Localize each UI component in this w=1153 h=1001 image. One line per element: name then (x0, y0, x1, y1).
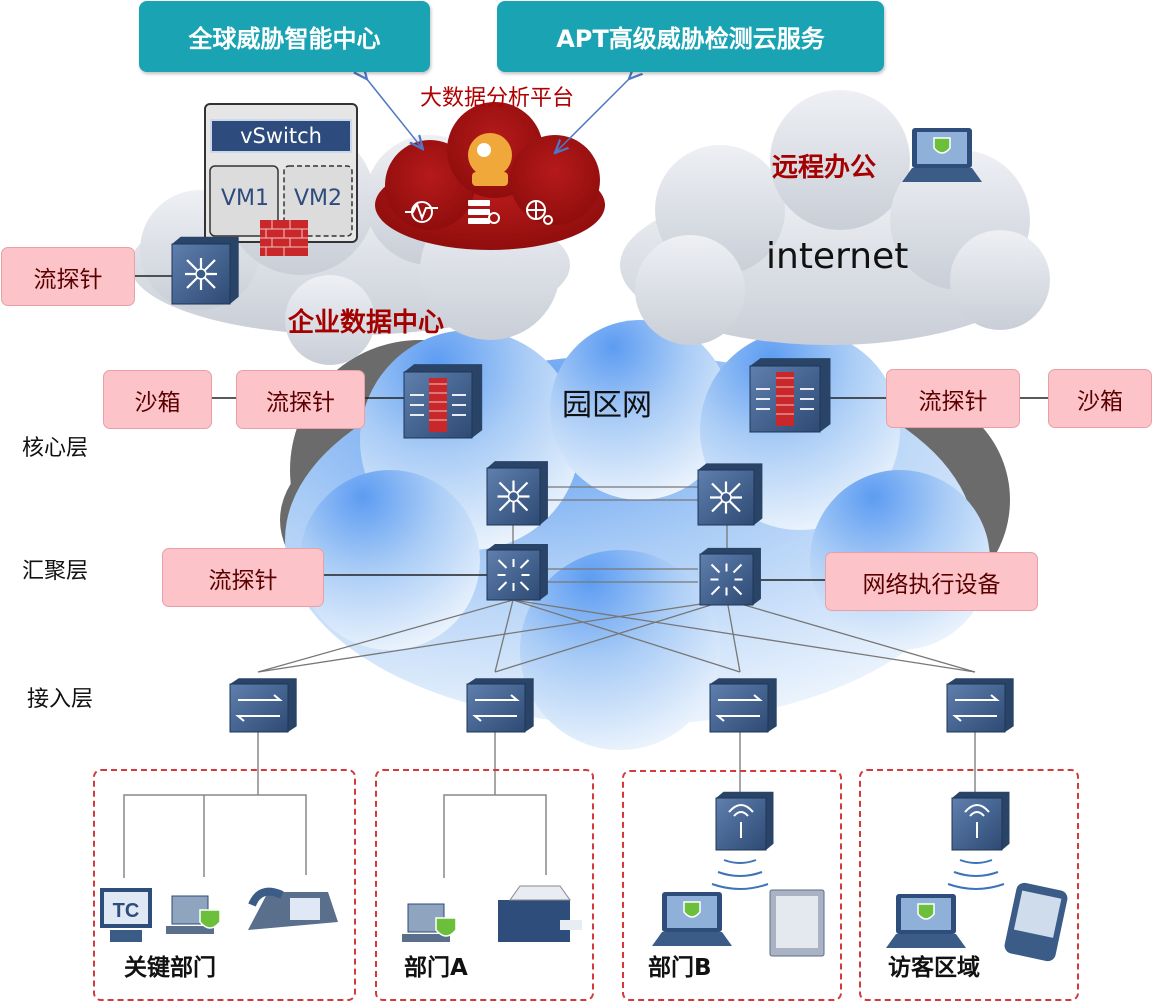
access-links (123, 732, 976, 878)
smartphone-icon (1004, 882, 1068, 962)
vswitch-panel (204, 103, 358, 243)
datacenter-router-icon (171, 236, 239, 305)
key-dept-pc-icon (166, 895, 221, 934)
remote-office-title: 远程办公 (772, 153, 877, 183)
bigdata-platform-label: 大数据分析平台 (420, 86, 575, 111)
wifi-waves-guest (947, 859, 1005, 890)
thin-client-icon: TC (100, 888, 152, 942)
apt-cloud-service-label: APT高级威胁检测云服务 (556, 25, 825, 53)
right-sandbox-label: 沙箱 (1077, 388, 1123, 415)
apt-cloud-service-box: APT高级威胁检测云服务 (497, 1, 884, 72)
internet-cloud (620, 90, 1050, 345)
svg-text:TC: TC (113, 900, 140, 922)
right-probe-box: 流探针 (886, 369, 1020, 428)
access-switch-3-icon (709, 678, 777, 733)
globe-search-icon (526, 200, 553, 225)
arrow-global-bigdata (366, 78, 422, 148)
firewall-brick-icon (260, 220, 308, 256)
core-left-firewall-icon (403, 364, 483, 439)
campus-title: 园区网 (562, 388, 652, 423)
printer-icon (498, 885, 582, 942)
global-threat-center-label: 全球威胁智能中心 (188, 25, 381, 53)
left-sandbox-box: 沙箱 (103, 370, 212, 429)
wifi-waves-b (711, 859, 769, 890)
dept-a-label: 部门A (404, 955, 468, 981)
arrow-apt-bigdata (556, 78, 630, 152)
waveform-icon (405, 201, 438, 223)
guest-zone-label: 访客区域 (888, 955, 980, 981)
ap-guest-icon (951, 791, 1010, 851)
internet-label: internet (766, 236, 909, 277)
core-links (257, 486, 976, 673)
right-probe-label: 流探针 (918, 388, 988, 415)
datacenter-probe-label: 流探针 (33, 266, 103, 293)
access-layer-label: 接入层 (27, 687, 94, 712)
agg-switch-left-icon (486, 544, 548, 601)
aggregation-probe-box: 流探针 (162, 548, 324, 607)
ip-phone-icon (248, 887, 338, 930)
left-probe-box: 流探针 (236, 370, 365, 429)
key-dept-label: 关键部门 (124, 955, 216, 981)
core-switch-right-icon (697, 463, 763, 526)
aggregation-probe-label: 流探针 (208, 567, 278, 594)
left-sandbox-label: 沙箱 (134, 389, 181, 416)
dept-b-laptop-icon (652, 892, 732, 946)
vm2-label: VM2 (293, 186, 343, 211)
access-switch-1-icon (229, 678, 297, 733)
global-threat-center-box: 全球威胁智能中心 (139, 1, 430, 72)
enforcement-device-box: 网络执行设备 (825, 552, 1038, 611)
zone-dept-b (622, 770, 842, 1001)
core-layer-label: 核心层 (22, 436, 89, 461)
core-switch-left-icon (486, 461, 548, 526)
remote-laptop-icon (902, 128, 982, 182)
dept-a-pc-icon (402, 903, 457, 942)
vm1-label: VM1 (220, 186, 270, 211)
access-switch-4-icon (946, 678, 1014, 733)
zone-key-dept (93, 769, 356, 1001)
tablet-icon (769, 889, 825, 957)
zone-guest (859, 769, 1079, 1001)
datacenter-title: 企业数据中心 (288, 308, 445, 338)
core-right-firewall-icon (749, 358, 831, 433)
dept-b-label: 部门B (648, 955, 712, 981)
enforcement-device-label: 网络执行设备 (862, 571, 1001, 598)
guest-laptop-icon (886, 894, 966, 948)
zone-dept-a (375, 769, 594, 1001)
vswitch-label: vSwitch (240, 124, 322, 148)
left-probe-label: 流探针 (266, 389, 335, 416)
datacenter-probe-box: 流探针 (1, 247, 135, 306)
analyst-icon (468, 133, 512, 186)
aggregation-layer-label: 汇聚层 (22, 559, 89, 584)
connector-lines (133, 275, 1048, 581)
ap-dept-b-icon (715, 791, 774, 851)
right-sandbox-box: 沙箱 (1048, 369, 1152, 428)
agg-switch-right-icon (699, 547, 761, 606)
access-switch-2-icon (466, 678, 534, 733)
server-search-icon (468, 200, 500, 224)
